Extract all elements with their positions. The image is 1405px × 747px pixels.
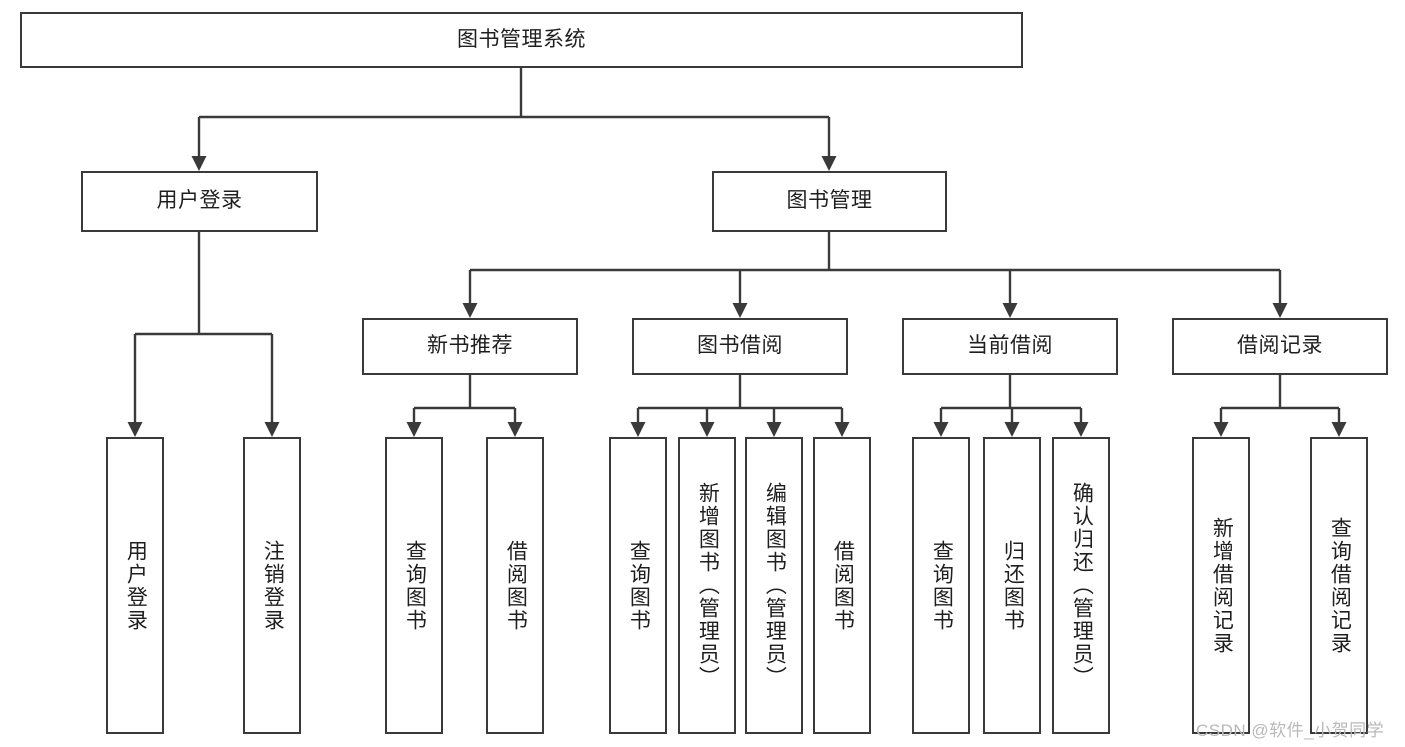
arrowhead — [933, 422, 949, 437]
node-leaf-add-record: 新增借阅记录 — [1192, 437, 1250, 734]
arrowhead — [264, 422, 280, 437]
node-label-leaf-query-book-3: 查询图书 — [930, 539, 954, 632]
arrowhead — [1004, 422, 1020, 437]
node-leaf-add-book: 新增图书（管理员） — [678, 437, 736, 734]
connector-current-borrow-to-leaf-2 — [1004, 408, 1020, 437]
arrowhead — [766, 422, 782, 437]
node-label-root: 图书管理系统 — [457, 27, 586, 51]
node-label-leaf-user-login: 用户登录 — [124, 539, 148, 632]
node-leaf-query-book-1: 查询图书 — [385, 437, 443, 734]
arrowhead — [630, 422, 646, 437]
connector-book-manage-to-book-borrow — [732, 270, 748, 318]
node-book-borrow: 图书借阅 — [632, 318, 848, 375]
connector-current-borrow-to-leaf-3 — [1073, 408, 1089, 437]
node-label-leaf-query-book-1: 查询图书 — [403, 539, 427, 632]
connector-book-manage-to-borrow-record — [1272, 270, 1288, 318]
arrowhead — [1213, 422, 1229, 437]
connector-borrow-record-to-leaf-1 — [1213, 408, 1229, 437]
node-label-leaf-confirm-return: 确认归还（管理员） — [1070, 482, 1094, 689]
arrowhead — [1002, 303, 1018, 318]
arrowhead — [732, 303, 748, 318]
connector-user-login-to-leaf-1 — [127, 334, 143, 437]
node-label-leaf-borrow-book-1: 借阅图书 — [504, 539, 528, 632]
connector-user-login-to-leaf-2 — [264, 334, 280, 437]
node-leaf-confirm-return: 确认归还（管理员） — [1052, 437, 1110, 734]
connector-book-borrow-to-leaf-1 — [630, 408, 646, 437]
node-leaf-borrow-book-1: 借阅图书 — [486, 437, 544, 734]
node-label-leaf-add-record: 新增借阅记录 — [1210, 516, 1234, 655]
arrowhead — [406, 422, 422, 437]
arrowhead — [191, 156, 207, 171]
node-label-leaf-logout: 注销登录 — [261, 539, 285, 632]
node-leaf-user-login: 用户登录 — [106, 437, 164, 734]
arrowhead — [1331, 422, 1347, 437]
node-label-current-borrow: 当前借阅 — [967, 334, 1053, 358]
arrowhead — [699, 422, 715, 437]
arrowhead — [1073, 422, 1089, 437]
node-book-manage: 图书管理 — [712, 171, 947, 232]
arrowhead — [462, 303, 478, 318]
node-leaf-query-record: 查询借阅记录 — [1310, 437, 1368, 734]
node-leaf-query-book-3: 查询图书 — [912, 437, 970, 734]
connector-book-borrow-to-leaf-2 — [699, 408, 715, 437]
node-leaf-borrow-book-2: 借阅图书 — [813, 437, 871, 734]
connector-current-borrow-to-leaf-1 — [933, 408, 949, 437]
connector-book-manage-to-current-borrow — [1002, 270, 1018, 318]
arrowhead — [834, 422, 850, 437]
connector-book-borrow-to-leaf-4 — [834, 408, 850, 437]
connector-borrow-record-to-leaf-2 — [1331, 408, 1347, 437]
node-leaf-query-book-2: 查询图书 — [609, 437, 667, 734]
connector-root-to-user-login — [191, 117, 207, 171]
connector-book-manage-to-new-book-rec — [462, 270, 478, 318]
connector-new-book-rec-to-leaf-2 — [507, 408, 523, 437]
node-label-leaf-edit-book: 编辑图书（管理员） — [763, 482, 787, 689]
node-label-book-borrow: 图书借阅 — [697, 334, 783, 358]
connector-root-to-book-manage — [821, 117, 837, 171]
arrowhead — [507, 422, 523, 437]
node-leaf-return-book: 归还图书 — [983, 437, 1041, 734]
node-label-user-login: 用户登录 — [156, 189, 243, 213]
arrowhead — [127, 422, 143, 437]
arrowhead — [1272, 303, 1288, 318]
node-user-login: 用户登录 — [81, 171, 318, 232]
node-leaf-edit-book: 编辑图书（管理员） — [745, 437, 803, 734]
node-label-leaf-query-book-2: 查询图书 — [627, 539, 651, 632]
node-label-new-book-rec: 新书推荐 — [427, 334, 513, 358]
node-root: 图书管理系统 — [20, 12, 1023, 68]
node-current-borrow: 当前借阅 — [902, 318, 1118, 375]
node-label-borrow-record: 借阅记录 — [1237, 334, 1323, 358]
node-label-leaf-query-record: 查询借阅记录 — [1328, 516, 1352, 655]
connector-new-book-rec-to-leaf-1 — [406, 408, 422, 437]
node-label-book-manage: 图书管理 — [786, 189, 873, 213]
node-label-leaf-borrow-book-2: 借阅图书 — [831, 539, 855, 632]
node-leaf-logout: 注销登录 — [243, 437, 301, 734]
node-new-book-rec: 新书推荐 — [362, 318, 578, 375]
node-label-leaf-return-book: 归还图书 — [1001, 539, 1025, 632]
csdn-watermark: CSDN @软件_小贺同学 — [1196, 721, 1385, 740]
arrowhead — [821, 156, 837, 171]
node-label-leaf-add-book: 新增图书（管理员） — [696, 482, 720, 689]
node-borrow-record: 借阅记录 — [1172, 318, 1388, 375]
connector-book-borrow-to-leaf-3 — [766, 408, 782, 437]
